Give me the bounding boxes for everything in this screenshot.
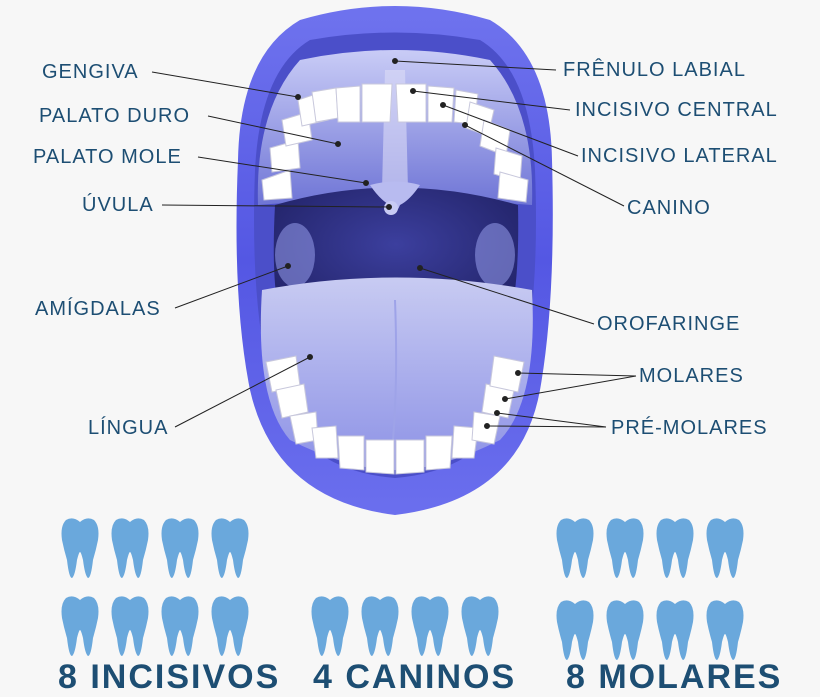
tooth-icon — [556, 518, 594, 578]
leader-lines — [151, 58, 637, 429]
lower-teeth — [265, 355, 525, 475]
upper-teeth — [261, 83, 529, 203]
molar-icons-row-2 — [555, 598, 745, 662]
label-amigdalas: AMÍGDALAS — [35, 298, 161, 320]
label-gengiva: GENGIVA — [42, 61, 139, 83]
label-incisivo-lateral: INCISIVO LATERAL — [581, 145, 778, 167]
tooth-icon — [656, 518, 694, 578]
mouth-anatomy-diagram: GENGIVA PALATO DURO PALATO MOLE ÚVULA AM… — [33, 6, 780, 696]
tooth-icon — [656, 600, 694, 660]
tooth-icon — [111, 518, 149, 578]
tooth-icon — [706, 600, 744, 660]
canine-icons-row — [310, 594, 500, 658]
mouth-illustration — [151, 6, 637, 515]
label-incisivo-central: INCISIVO CENTRAL — [575, 99, 778, 121]
label-canino: CANINO — [627, 197, 711, 219]
group-label-molares: 8 MOLARES — [566, 658, 783, 696]
label-molares: MOLARES — [639, 365, 744, 387]
incisor-icons-row-1 — [60, 516, 250, 580]
label-uvula: ÚVULA — [82, 194, 154, 216]
label-orofaringe: OROFARINGE — [597, 313, 741, 335]
tooth-icon — [461, 596, 499, 656]
tooth-icon — [161, 596, 199, 656]
incisor-icons-row-2 — [60, 594, 250, 658]
label-pre-molares: PRÉ-MOLARES — [611, 417, 768, 439]
label-palato-mole: PALATO MOLE — [33, 146, 182, 168]
tooth-icon — [211, 518, 249, 578]
label-frenulo-labial: FRÊNULO LABIAL — [563, 59, 746, 81]
tooth-icon — [161, 518, 199, 578]
tooth-icon — [61, 518, 99, 578]
tooth-icon — [556, 600, 594, 660]
tooth-icon — [311, 596, 349, 656]
tooth-icon — [61, 596, 99, 656]
tooth-icon — [411, 596, 449, 656]
tooth-icon — [706, 518, 744, 578]
tooth-icon — [606, 518, 644, 578]
tooth-icon — [361, 596, 399, 656]
tooth-icon — [111, 596, 149, 656]
tooth-icon — [606, 600, 644, 660]
molar-icons-row-1 — [555, 516, 745, 580]
group-label-incisivos: 8 INCISIVOS — [58, 658, 281, 696]
tooth-icon — [211, 596, 249, 656]
label-lingua: LÍNGUA — [88, 417, 169, 439]
mouth-interior — [254, 32, 536, 478]
label-palato-duro: PALATO DURO — [39, 105, 191, 127]
group-label-caninos: 4 CANINOS — [313, 658, 517, 696]
